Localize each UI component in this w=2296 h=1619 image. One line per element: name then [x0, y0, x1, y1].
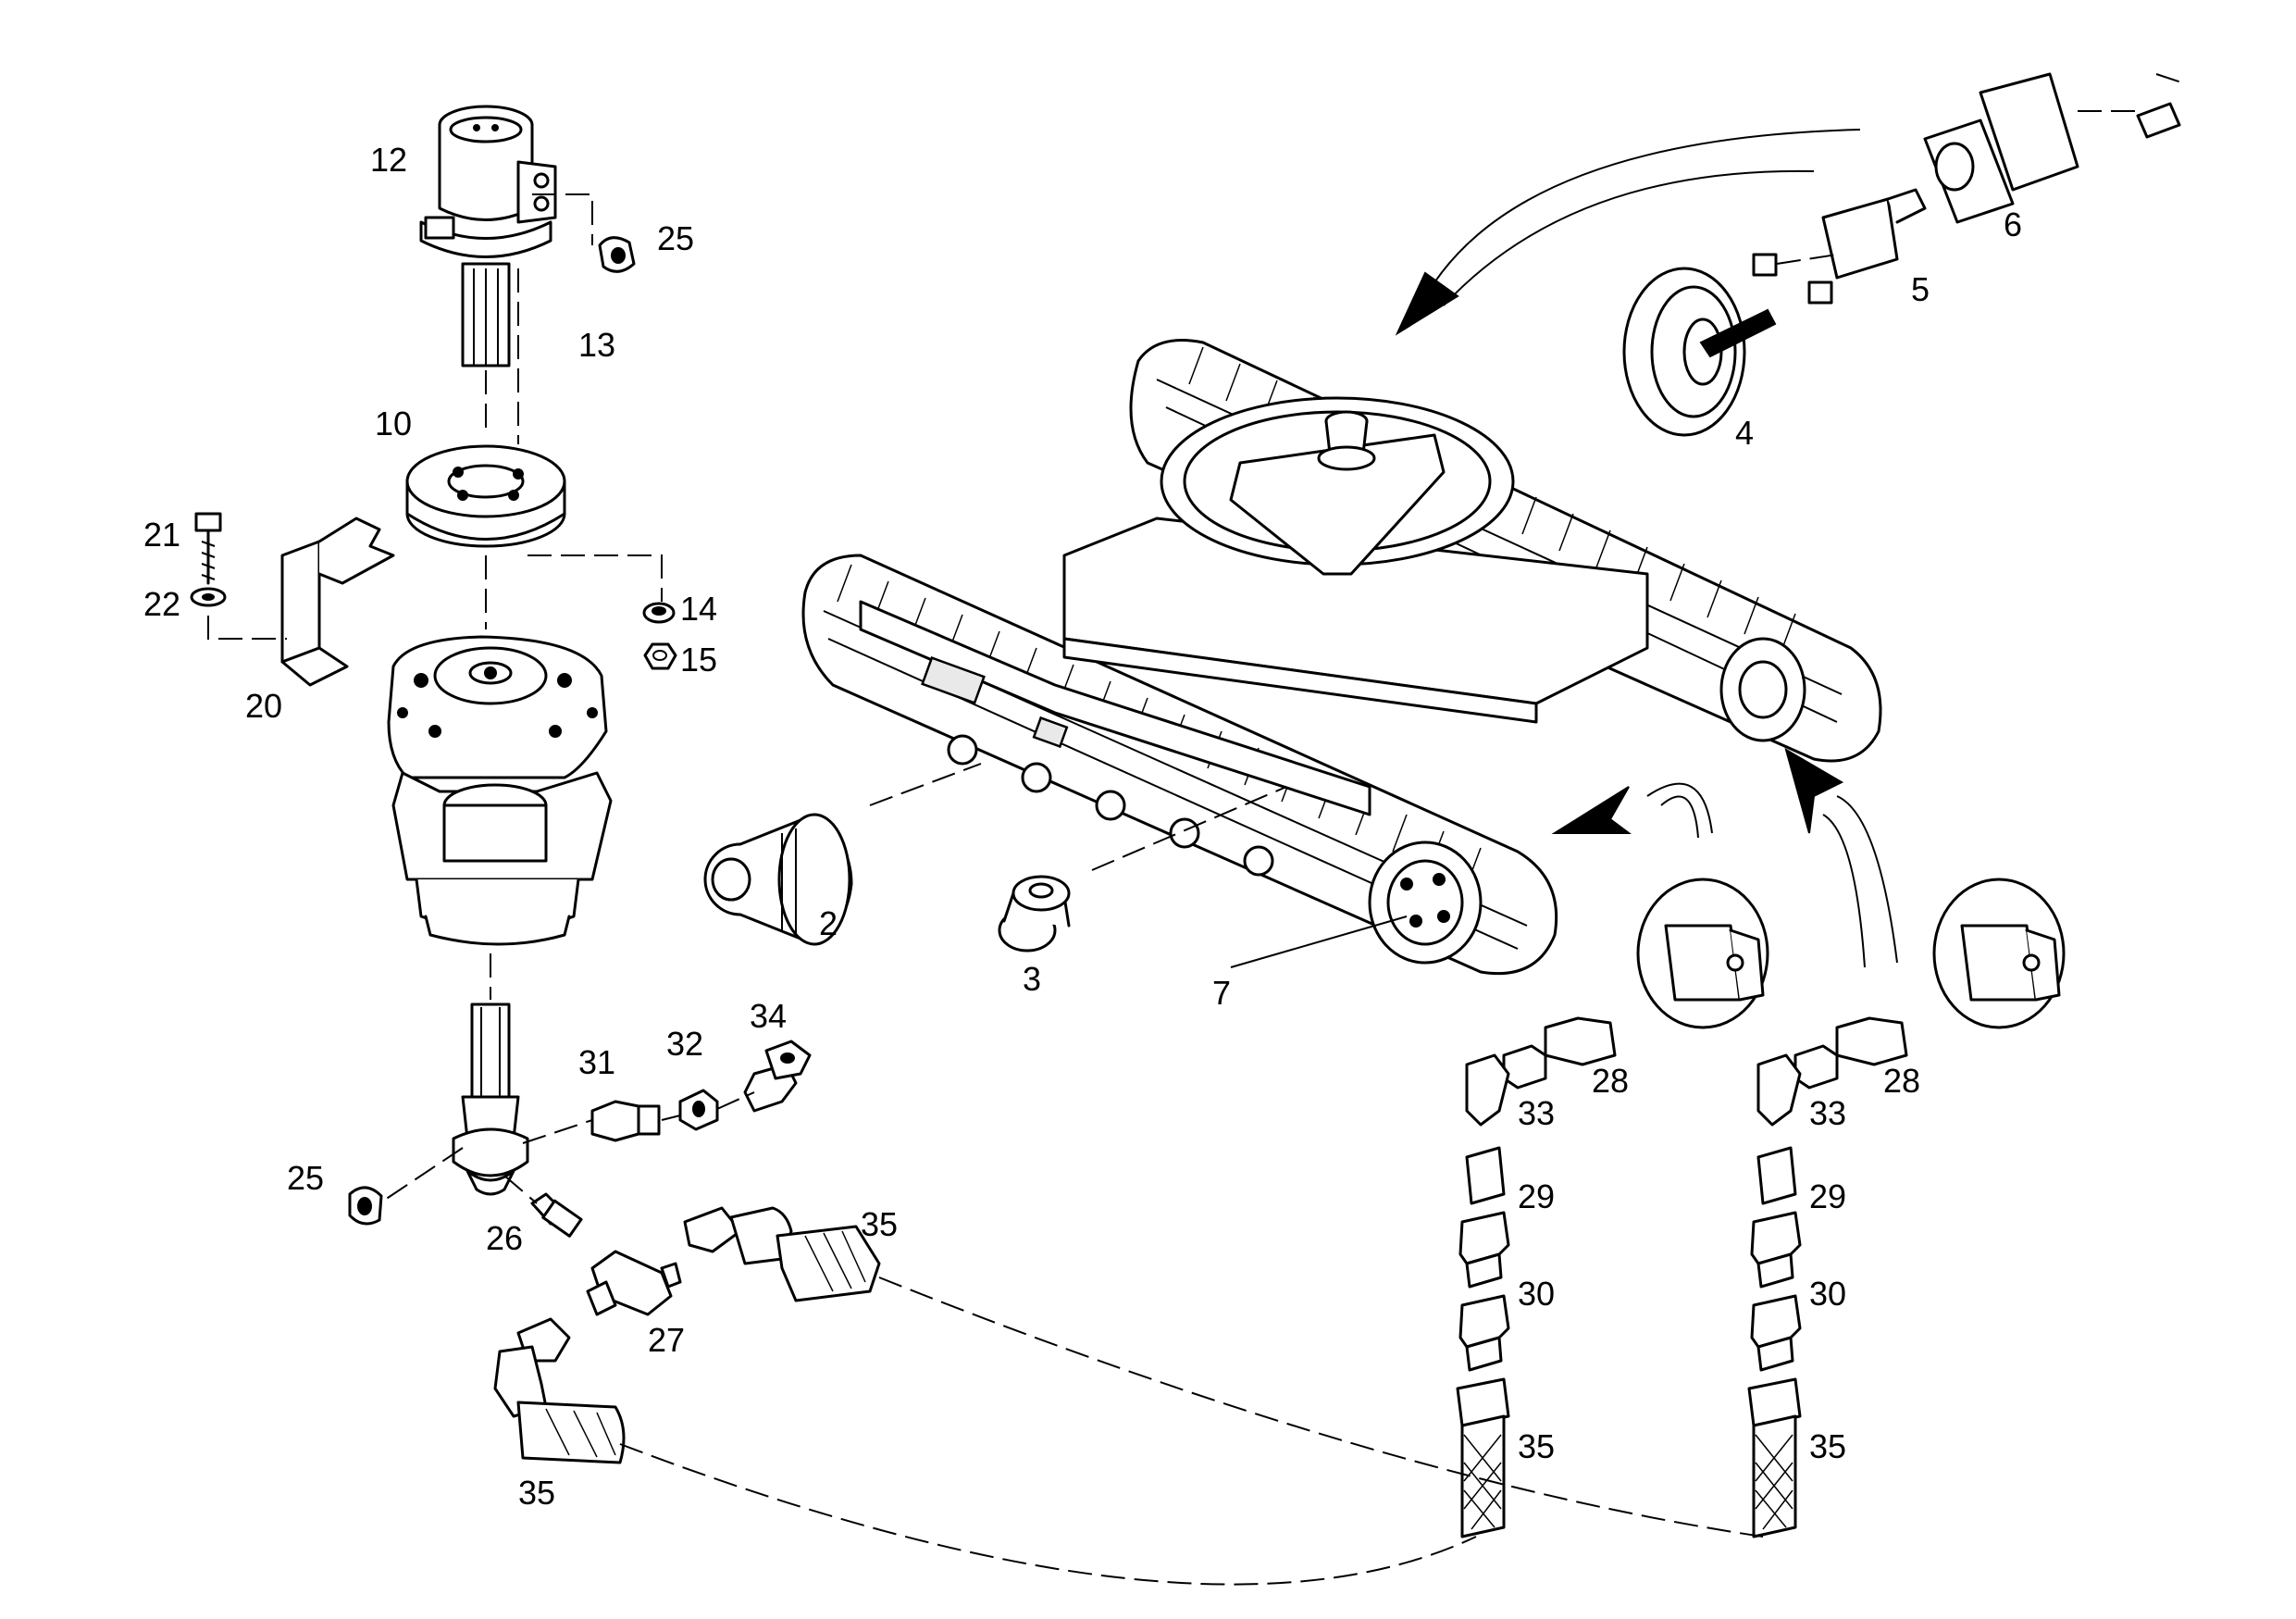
bottom-roller-part-2 — [703, 813, 853, 946]
tension-block-part-5 — [1752, 188, 1927, 305]
travel-motor-housing — [387, 635, 613, 946]
callout-25-top: 25 — [657, 219, 694, 257]
callout-2: 2 — [819, 904, 838, 942]
fitting-set-right — [1747, 1016, 1908, 1538]
callout-10: 10 — [375, 405, 412, 442]
callout-14: 14 — [680, 590, 717, 628]
callout-25-bottom: 25 — [287, 1159, 324, 1197]
dashed-connection-lines — [207, 73, 2185, 1586]
callout-20: 20 — [245, 687, 282, 725]
callout-12: 12 — [370, 141, 407, 179]
callout-4: 4 — [1735, 414, 1754, 452]
hose-part-35-left — [493, 1317, 626, 1464]
callout-13: 13 — [578, 326, 615, 364]
nut-part-15 — [643, 642, 677, 670]
callout-22: 22 — [143, 585, 180, 623]
drive-flange-left — [1636, 878, 1769, 1029]
callout-33-right: 33 — [1809, 1094, 1846, 1132]
bolt-part-21 — [194, 512, 222, 585]
washer-part-14 — [642, 602, 676, 624]
callout-28-left: 28 — [1592, 1062, 1629, 1100]
callout-33-left: 33 — [1518, 1094, 1555, 1132]
callout-3: 3 — [1023, 960, 1041, 998]
flange-ring-part-10 — [405, 444, 566, 548]
rotary-joint-top-part-12 — [419, 105, 557, 258]
elbow-fitting-part-34 — [743, 1040, 812, 1113]
rotary-joint-lower-spool — [452, 1003, 529, 1196]
callout-29-right: 29 — [1809, 1177, 1846, 1215]
callout-32: 32 — [666, 1025, 703, 1063]
callout-6: 6 — [2004, 205, 2022, 243]
callout-31: 31 — [578, 1043, 615, 1081]
bracket-part-20 — [280, 517, 395, 687]
part-callouts: 12 25 13 10 21 22 14 15 20 2 3 7 4 5 6 3… — [143, 141, 2022, 1512]
callout-35-left: 35 — [518, 1474, 555, 1512]
callout-28-right: 28 — [1883, 1062, 1920, 1100]
callout-26: 26 — [486, 1219, 523, 1257]
callout-29-left: 29 — [1518, 1177, 1555, 1215]
top-roller-part-3 — [998, 875, 1071, 953]
undercarriage-assembly — [801, 339, 1882, 976]
callout-21: 21 — [143, 516, 180, 554]
drive-flange-right — [1932, 878, 2066, 1029]
callout-35-right-a: 35 — [1518, 1427, 1555, 1465]
callout-35-right-b: 35 — [1809, 1427, 1846, 1465]
callout-7: 7 — [1212, 974, 1231, 1012]
callout-34: 34 — [750, 997, 787, 1035]
nut-part-32 — [678, 1089, 719, 1131]
callout-30-left: 30 — [1518, 1275, 1555, 1313]
hose-part-35-middle — [683, 1206, 881, 1302]
callout-35-middle: 35 — [861, 1205, 898, 1243]
callout-30-right: 30 — [1809, 1275, 1846, 1313]
callout-5: 5 — [1911, 270, 1930, 308]
assembly-arrows — [1395, 129, 1898, 968]
tension-cylinder-part-6 — [1923, 72, 2181, 224]
plug-part-25-top — [598, 236, 636, 273]
rotary-joint-shaft-part-13 — [461, 262, 511, 367]
plug-part-25-bottom — [348, 1186, 383, 1226]
idler-wheel-part-4 — [1622, 267, 1777, 437]
fitting-part-26 — [530, 1192, 583, 1238]
fitting-part-31 — [590, 1100, 661, 1142]
callout-27: 27 — [648, 1321, 685, 1359]
fitting-set-left — [1456, 1016, 1617, 1538]
callout-15: 15 — [680, 641, 717, 679]
washer-part-22 — [190, 587, 227, 607]
tee-fitting-part-27 — [586, 1250, 682, 1316]
